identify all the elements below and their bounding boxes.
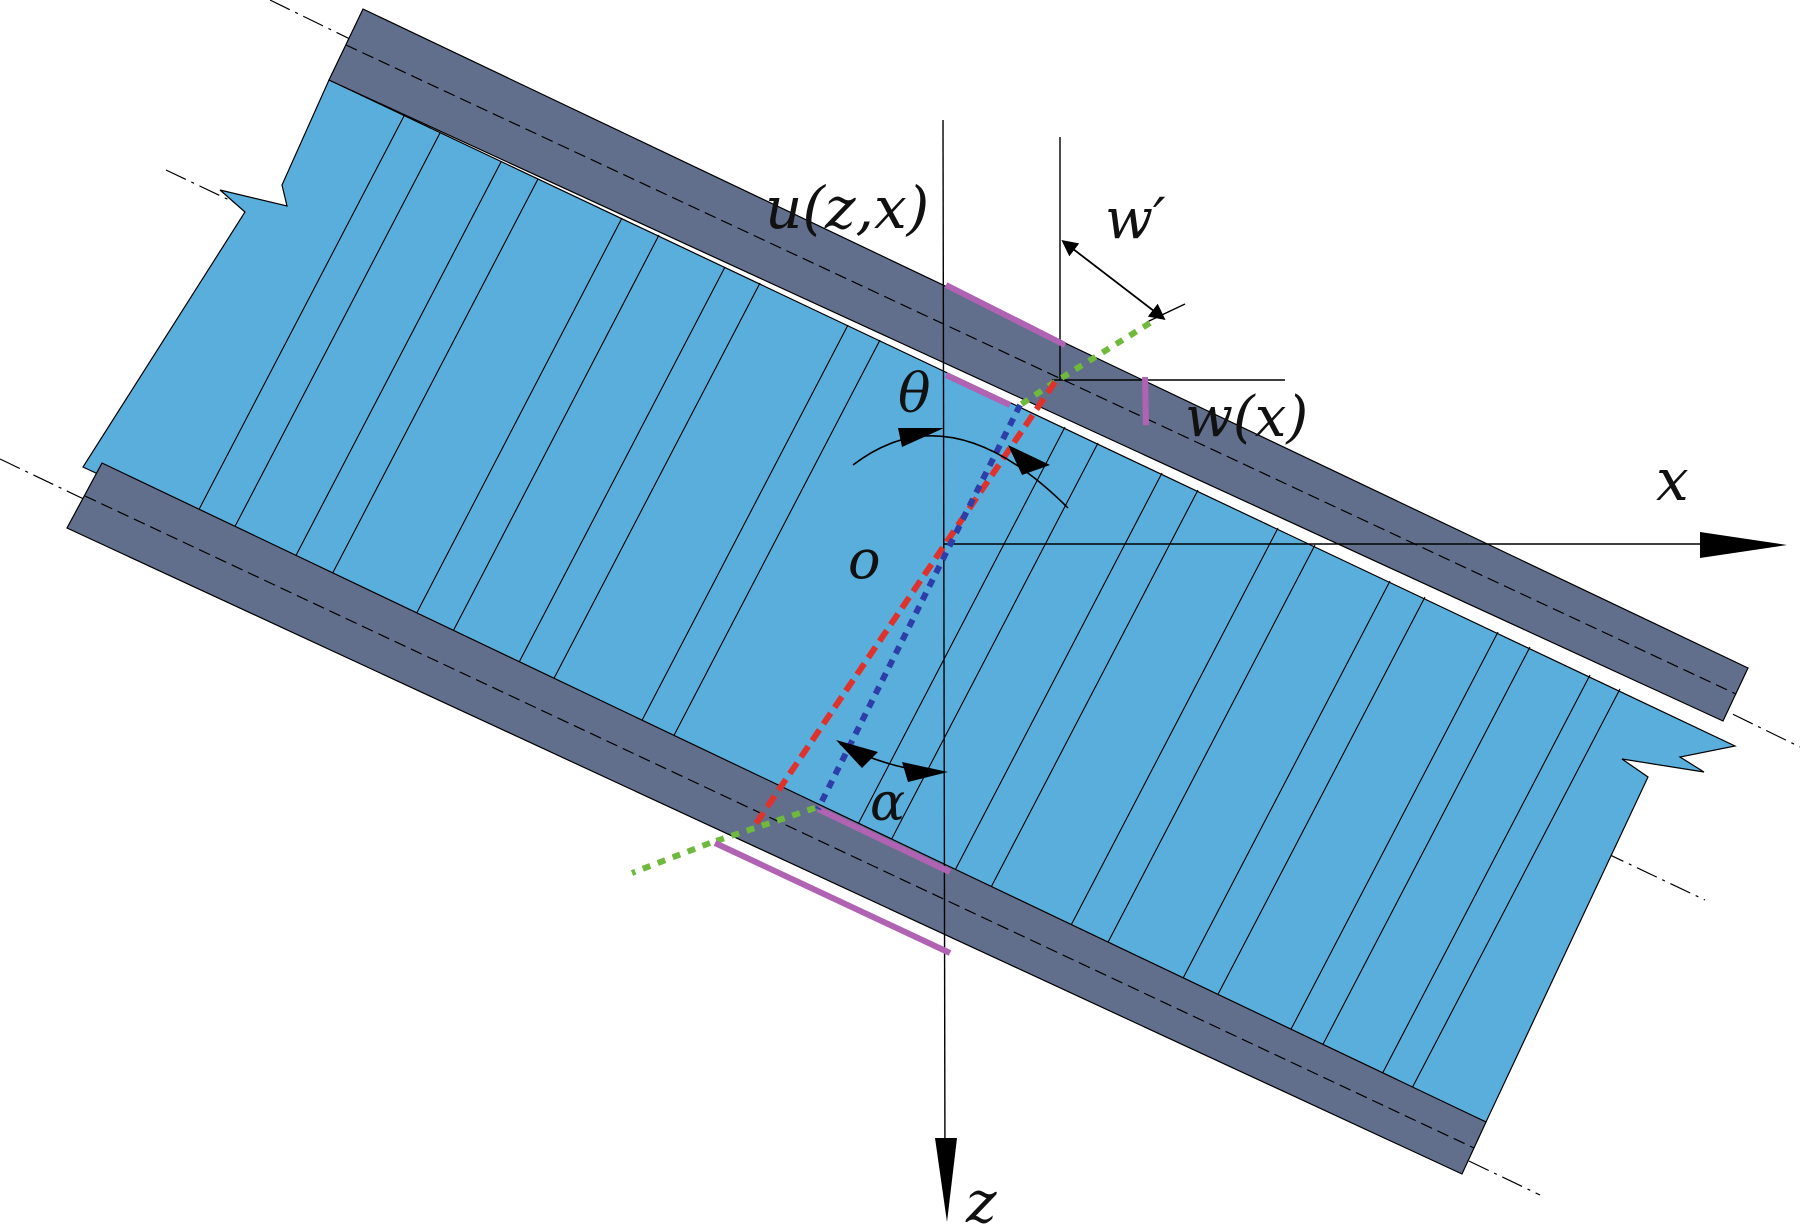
label-x-axis: x bbox=[1656, 446, 1689, 514]
label-alpha: α bbox=[870, 773, 905, 833]
magenta-bottom-inner bbox=[816, 806, 952, 875]
magenta-w-tick bbox=[1142, 376, 1149, 426]
magenta-bottom-outer bbox=[713, 840, 952, 956]
label-z-axis: z bbox=[965, 1168, 997, 1225]
rotated-normal-blue bbox=[815, 403, 1023, 811]
theta-arc-arrow bbox=[852, 428, 1069, 509]
core-cell-lines bbox=[193, 115, 1621, 1093]
label-deflection: w(x) bbox=[1185, 385, 1308, 450]
w-prime-extension-line bbox=[1146, 303, 1186, 323]
z-axis-arrowhead bbox=[935, 1138, 957, 1222]
deformed-normal-red bbox=[752, 380, 1058, 827]
magenta-top-inner bbox=[944, 372, 1012, 408]
z-axis-line bbox=[942, 119, 946, 1181]
label-theta: θ bbox=[898, 362, 931, 425]
top-face-sheet bbox=[328, 8, 1749, 722]
magenta-markers bbox=[713, 282, 1149, 956]
x-axis-arrowhead bbox=[1700, 532, 1787, 558]
coordinate-axes bbox=[935, 119, 1787, 1222]
alpha-arc-arrow bbox=[836, 740, 948, 782]
label-w-prime: w′ bbox=[1105, 187, 1166, 252]
label-displacement: u(z,x) bbox=[765, 174, 929, 242]
w-prime-dimension-arrow bbox=[1061, 240, 1166, 320]
magenta-top-outer bbox=[944, 282, 1067, 348]
label-origin: o bbox=[848, 528, 881, 591]
